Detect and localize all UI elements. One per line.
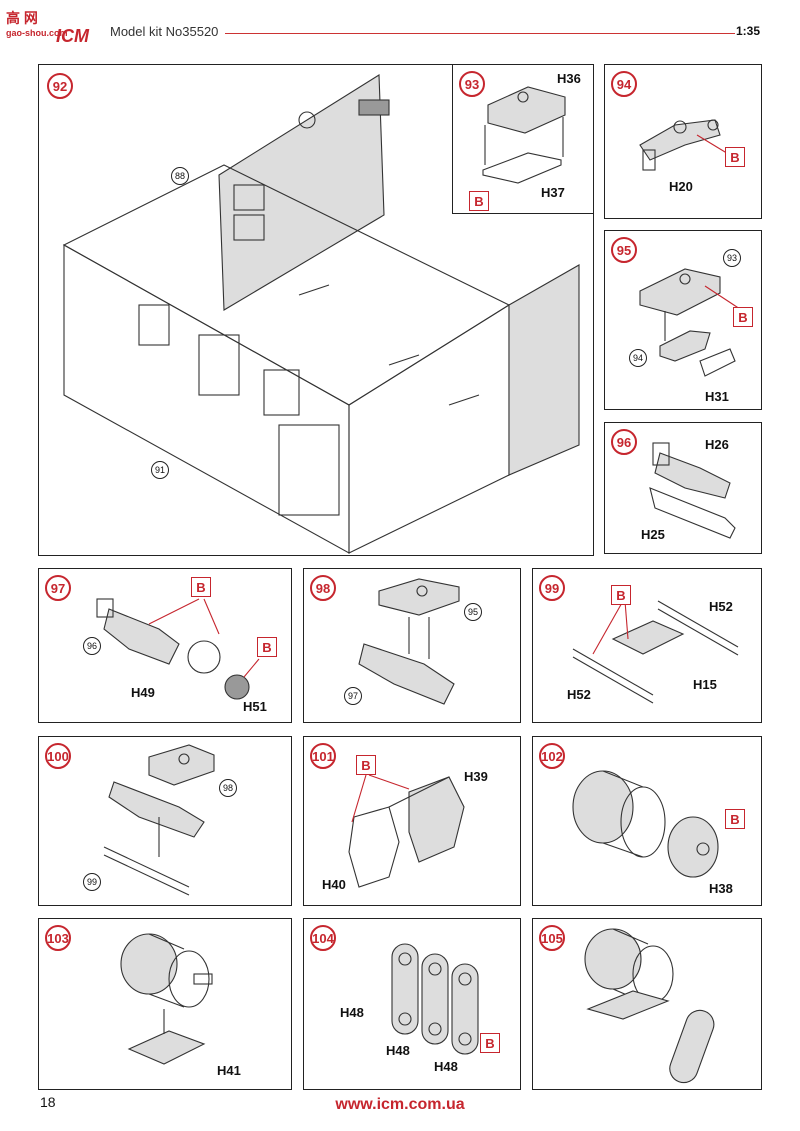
motor-base-drawing [120,933,213,1065]
step-103-panel: 103 H41 [38,918,292,1090]
step-number: 102 [539,743,565,769]
ref-step-94: 94 [629,349,647,367]
tank-valve-drawing [639,268,744,377]
footer-link[interactable]: www.icm.com.ua [335,1096,465,1113]
step-number: 95 [611,237,637,263]
part-label: H31 [705,389,729,404]
ref-step-99: 99 [83,873,101,891]
step-102-panel: 102 B H38 [532,736,762,906]
glue-b-marker: B [191,577,211,597]
glue-b-marker: B [733,307,753,327]
step-number: 105 [539,925,565,951]
step-number: 96 [611,429,637,455]
ref-step-93: 93 [723,249,741,267]
step-100-panel: 100 98 99 [38,736,292,906]
part-label: H36 [557,71,581,86]
step-number: 101 [310,743,336,769]
step-number: 104 [310,925,336,951]
motor-end-drawing [572,770,719,878]
logo: 高 网 gao-shou.com ICM [6,8,96,48]
ref-step-97: 97 [344,687,362,705]
bracket-drawing [572,600,739,704]
part-label: H41 [217,1063,241,1078]
part-label: H49 [131,685,155,700]
logo-url: gao-shou.com [6,28,68,38]
step-97-panel: 97 96 B B H49 H51 [38,568,292,723]
pump-tank-drawing [358,578,460,705]
motor-housing-drawing [348,774,465,888]
glue-b-marker: B [257,637,277,657]
page-number: 18 [40,1094,56,1110]
part-label: H20 [669,179,693,194]
ref-step-95: 95 [464,603,482,621]
step-number: 94 [611,71,637,97]
step-number: 100 [45,743,71,769]
step-number: 97 [45,575,71,601]
glue-b-marker: B [356,755,376,775]
pump-drawing [96,598,260,700]
glue-b-marker: B [725,809,745,829]
step-94-panel: 94 H20 B [604,64,762,219]
belts-drawing [391,943,479,1055]
part-label: H25 [641,527,665,542]
pump-assembly-drawing [103,744,215,896]
tank-drawing [482,86,566,184]
part-label: H48 [386,1043,410,1058]
motor-belt-drawing [584,928,715,1084]
part-label: H37 [541,185,565,200]
ref-step-98: 98 [219,779,237,797]
step-93-panel: 93 H36 H37 B [452,64,594,214]
part-label: H38 [709,881,733,896]
ref-step-88: 88 [171,167,189,185]
ref-step-91: 91 [151,461,169,479]
part-label: H48 [340,1005,364,1020]
step-number: 103 [45,925,71,951]
step-105-panel: 105 [532,918,762,1090]
part-label: H26 [705,437,729,452]
step-101-panel: 101 B H39 H40 [303,736,521,906]
logo-cn: 高 网 [6,10,38,26]
step-number: 99 [539,575,565,601]
scale-label: 1:35 [735,24,760,38]
part-label: H48 [434,1059,458,1074]
glue-b-marker: B [480,1033,500,1053]
step-96-panel: 96 H26 H25 [604,422,762,554]
step-99-panel: 99 B H52 H52 H15 [532,568,762,723]
part-label: H52 [709,599,733,614]
glue-b-marker: B [725,147,745,167]
step-number: 93 [459,71,485,97]
logo-brand: ICM [56,26,89,46]
part-label: H51 [243,699,267,714]
glue-b-marker: B [469,191,489,211]
valve-drawing [639,119,731,171]
step-number: 92 [47,73,73,99]
part-label: H52 [567,687,591,702]
step-95-panel: 95 93 94 H31 B [604,230,762,410]
step-98-panel: 98 95 97 [303,568,521,723]
cabin-drawing [62,74,580,554]
header-divider [225,33,735,34]
ref-step-96: 96 [83,637,101,655]
filter-drawing [649,442,736,539]
page-title: Model kit No35520 [110,24,219,39]
part-label: H40 [322,877,346,892]
part-label: H15 [693,677,717,692]
step-number: 98 [310,575,336,601]
part-label: H39 [464,769,488,784]
glue-b-marker: B [611,585,631,605]
step-104-panel: 104 H48 H48 H48 B [303,918,521,1090]
